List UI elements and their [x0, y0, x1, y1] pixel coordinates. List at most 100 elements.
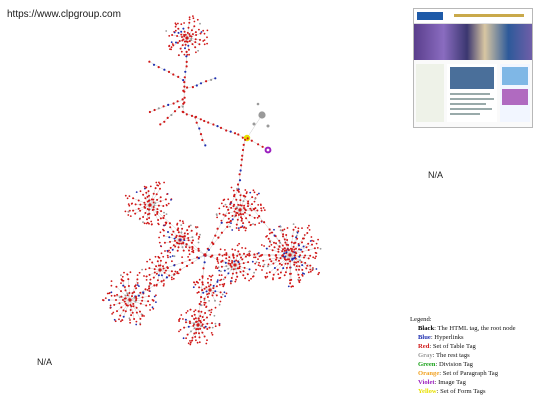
tree-node	[124, 302, 127, 305]
tree-node	[171, 34, 174, 36]
tree-node	[233, 132, 237, 135]
tree-node	[203, 297, 206, 300]
tree-node	[240, 256, 242, 259]
tree-node	[148, 60, 151, 63]
tree-node	[136, 284, 139, 286]
tree-node	[183, 232, 186, 235]
tree-node	[120, 306, 123, 309]
tree-node	[284, 255, 287, 258]
tree-node	[254, 207, 257, 210]
tree-node	[131, 311, 134, 314]
tree-node	[162, 205, 165, 207]
tree-edge	[185, 321, 199, 326]
tree-node	[237, 213, 240, 216]
tree-node	[149, 282, 151, 284]
tree-node	[168, 35, 171, 37]
tree-edge	[146, 192, 151, 206]
tree-node	[281, 250, 284, 253]
tree-node	[225, 221, 228, 224]
tree-edge	[239, 209, 255, 219]
tree-node	[228, 256, 231, 259]
tree-node	[294, 241, 297, 244]
tree-node	[219, 300, 222, 303]
tree-node	[198, 43, 201, 46]
tree-node	[293, 263, 296, 266]
tree-node	[169, 240, 171, 243]
tree-node	[268, 254, 271, 257]
tree-node	[262, 207, 265, 209]
tree-node	[261, 145, 264, 148]
tree-node	[122, 284, 125, 287]
tree-node	[227, 267, 230, 270]
tree-node	[124, 210, 127, 213]
tree-node	[297, 273, 300, 276]
tree-node	[220, 231, 223, 234]
tree-node	[309, 240, 312, 242]
tree-node	[198, 332, 200, 335]
tree-node	[193, 322, 195, 325]
tree-node	[190, 229, 193, 232]
tree-node	[244, 189, 247, 191]
tree-node	[173, 31, 176, 34]
tree-node	[220, 296, 223, 299]
tree-edge	[185, 319, 199, 326]
tree-edge	[197, 317, 208, 326]
tree-node	[195, 51, 197, 54]
tree-node	[299, 254, 302, 257]
tree-node	[246, 273, 249, 276]
tree-node	[308, 224, 310, 227]
tree-edge	[187, 324, 199, 335]
tree-edge	[197, 322, 212, 326]
tree-node	[242, 270, 245, 273]
tree-node	[154, 255, 157, 258]
tree-node	[195, 34, 198, 36]
tree-node	[193, 20, 196, 23]
tree-node	[135, 297, 138, 300]
tree-node	[232, 254, 235, 257]
tree-node	[229, 203, 232, 206]
tree-node	[183, 30, 186, 33]
tree-node	[113, 303, 116, 306]
tree-node	[116, 310, 118, 313]
tree-node	[266, 235, 268, 237]
tree-node	[173, 255, 176, 258]
tree-node	[191, 43, 194, 46]
tree-node	[192, 249, 195, 252]
tree-node	[237, 133, 240, 136]
tree-node	[242, 262, 245, 265]
legend-item-red: Red: Set of Table Tag	[418, 343, 476, 350]
tree-node	[200, 300, 202, 303]
tree-edge	[239, 203, 253, 211]
tree-node	[266, 275, 269, 278]
tree-node	[256, 209, 259, 212]
tree-node	[315, 242, 318, 245]
tree-node	[185, 264, 189, 268]
tree-node	[167, 231, 169, 233]
tree-node	[279, 226, 282, 228]
tree-node	[285, 234, 288, 236]
tree-node	[199, 233, 201, 236]
tree-node	[224, 203, 227, 206]
tree-node	[193, 313, 196, 316]
tree-edge	[129, 295, 149, 301]
tree-edge	[179, 229, 188, 241]
tree-edge	[194, 314, 199, 326]
tree-node	[244, 195, 247, 198]
tree-node	[186, 333, 189, 336]
tree-node	[123, 286, 126, 288]
tree-node	[210, 278, 213, 281]
tree-node	[159, 196, 162, 199]
tree-node	[176, 222, 179, 225]
tree-node	[245, 227, 248, 230]
tree-node	[222, 285, 225, 288]
tree-node	[218, 274, 221, 276]
na-label-top: N/A	[428, 170, 444, 180]
legend-key: Blue	[418, 334, 431, 341]
tree-node	[182, 79, 185, 82]
tree-node	[231, 260, 234, 262]
tree-node	[198, 278, 201, 281]
tree-node	[255, 261, 258, 263]
tree-node	[231, 272, 234, 275]
tree-node	[197, 323, 200, 326]
tree-node	[197, 317, 200, 320]
